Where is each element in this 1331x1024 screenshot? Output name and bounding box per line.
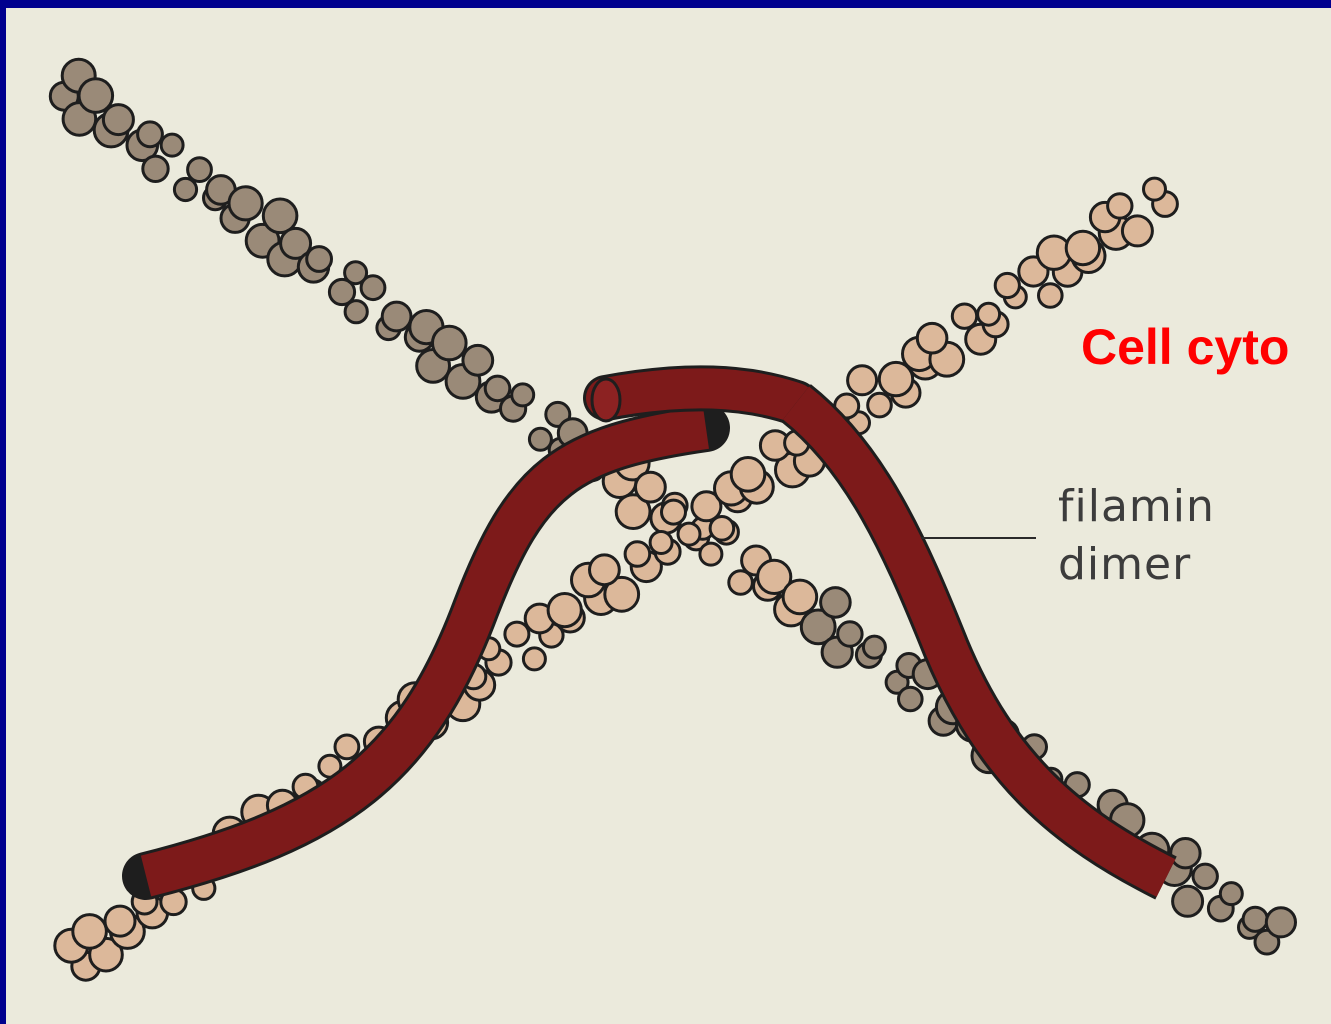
actin-subunit bbox=[838, 622, 862, 646]
actin-subunit bbox=[700, 543, 722, 565]
actin-subunit bbox=[138, 122, 163, 147]
actin-subunit bbox=[73, 915, 107, 949]
actin-subunit bbox=[548, 594, 581, 627]
actin-subunit bbox=[1173, 886, 1203, 916]
actin-subunit bbox=[161, 134, 183, 156]
actin-subunit bbox=[1108, 194, 1132, 218]
filamin-dimer-icon bbox=[146, 379, 1166, 878]
actin-subunit bbox=[590, 555, 620, 585]
actin-subunit bbox=[868, 393, 892, 417]
actin-subunit bbox=[625, 542, 650, 567]
actin-subunit bbox=[463, 345, 493, 375]
actin-subunit bbox=[433, 326, 467, 360]
actin-subunit bbox=[1039, 284, 1063, 308]
actin-subunit bbox=[1243, 907, 1267, 931]
actin-subunit bbox=[512, 384, 534, 406]
actin-subunit bbox=[143, 156, 168, 181]
actin-subunit bbox=[899, 687, 923, 711]
actin-subunit bbox=[1122, 216, 1152, 246]
actin-subunit bbox=[952, 304, 976, 328]
actin-subunit bbox=[1266, 908, 1295, 937]
actin-subunit bbox=[662, 500, 686, 524]
actin-subunit bbox=[174, 178, 196, 200]
actin-subunit bbox=[382, 302, 411, 331]
actin-subunit bbox=[1144, 178, 1166, 200]
actin-subunit bbox=[345, 301, 367, 323]
actin-subunit bbox=[505, 622, 529, 646]
figure-panel: filamin dimer bbox=[6, 8, 1331, 1024]
actin-subunit bbox=[1066, 231, 1099, 264]
actin-subunit bbox=[678, 523, 700, 545]
actin-subunit bbox=[103, 105, 133, 135]
actin-subunit bbox=[848, 366, 877, 395]
actin-subunit bbox=[523, 648, 545, 670]
actin-subunit bbox=[821, 588, 851, 618]
actin-subunit bbox=[783, 580, 817, 614]
actin-subunit bbox=[1220, 883, 1242, 905]
actin-subunit bbox=[917, 323, 947, 353]
label-line-2: dimer bbox=[1058, 536, 1215, 594]
filamin-dimer-label: filamin dimer bbox=[1058, 478, 1215, 594]
actin-subunit bbox=[105, 906, 135, 936]
actin-subunit bbox=[995, 273, 1019, 297]
actin-subunit bbox=[636, 472, 666, 502]
actin-subunit bbox=[1171, 839, 1200, 868]
actin-subunit bbox=[978, 303, 1000, 325]
actin-subunit bbox=[335, 735, 359, 759]
actin-subunit bbox=[307, 247, 332, 272]
actin-subunit bbox=[1193, 864, 1217, 888]
actin-subunit bbox=[650, 532, 672, 554]
actin-subunit bbox=[361, 276, 385, 300]
actin-subunit bbox=[188, 158, 212, 182]
actin-subunit bbox=[731, 458, 765, 492]
label-line-1: filamin bbox=[1058, 478, 1215, 536]
actin-subunit bbox=[863, 636, 885, 658]
slide-title: Cell cyto bbox=[1081, 318, 1289, 376]
actin-subunit bbox=[229, 187, 262, 220]
